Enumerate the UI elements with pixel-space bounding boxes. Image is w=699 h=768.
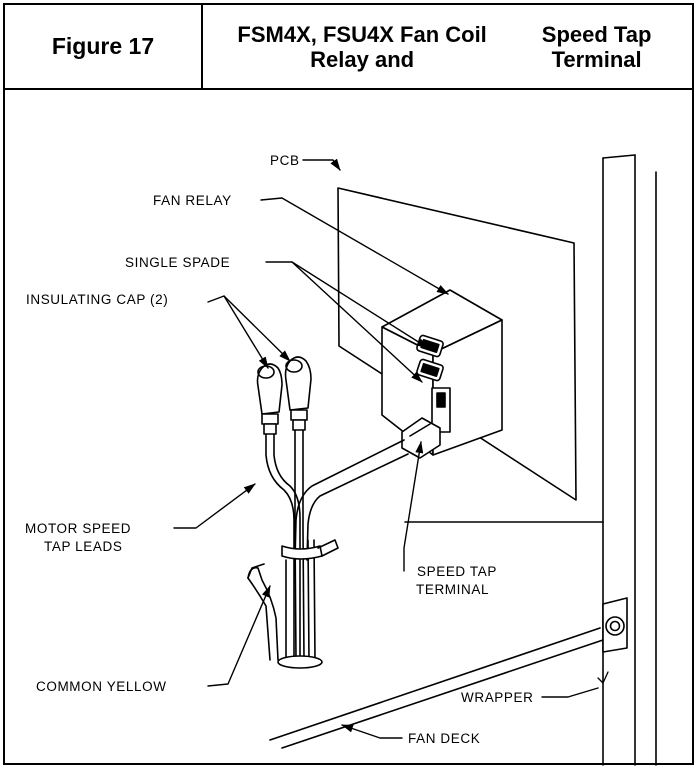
figure-frame: Figure 17 FSM4X, FSU4X Fan Coil Relay an… xyxy=(3,3,694,765)
label-fan-relay: FAN RELAY xyxy=(153,193,232,208)
fan-deck xyxy=(269,521,604,749)
label-wrapper: WRAPPER xyxy=(461,690,533,705)
wrapper-wall xyxy=(597,154,657,766)
label-pcb: PCB xyxy=(270,153,300,168)
insulating-cap-right xyxy=(284,356,312,431)
figure-header: Figure 17 FSM4X, FSU4X Fan Coil Relay an… xyxy=(5,5,692,90)
label-speed-tap-line1: SPEED TAP xyxy=(417,564,497,579)
motor-speed-tap-leads xyxy=(265,429,316,663)
label-insulating-cap: INSULATING CAP (2) xyxy=(26,292,168,307)
label-motor-speed-line2: TAP LEADS xyxy=(44,539,122,554)
figure-title-line-1: FSM4X, FSU4X Fan Coil Relay and xyxy=(237,21,487,72)
label-single-spade: SINGLE SPADE xyxy=(125,255,230,270)
common-yellow-lead xyxy=(247,563,279,661)
label-motor-speed-line1: MOTOR SPEED xyxy=(25,521,131,536)
figure-title: FSM4X, FSU4X Fan Coil Relay and Speed Ta… xyxy=(203,5,692,88)
speed-tap-terminal xyxy=(294,417,441,561)
cable-tie xyxy=(281,539,339,560)
label-common-yellow: COMMON YELLOW xyxy=(36,679,167,694)
insulating-cap-left xyxy=(256,363,283,435)
label-fan-deck: FAN DECK xyxy=(408,731,480,746)
figure-title-line-2: Speed Tap Terminal xyxy=(541,21,652,72)
cable-grommet xyxy=(277,655,323,669)
figure-number: Figure 17 xyxy=(5,5,203,88)
callout-leaders xyxy=(173,158,599,739)
label-speed-tap-line2: TERMINAL xyxy=(416,582,489,597)
mounting-bolt xyxy=(602,597,628,653)
